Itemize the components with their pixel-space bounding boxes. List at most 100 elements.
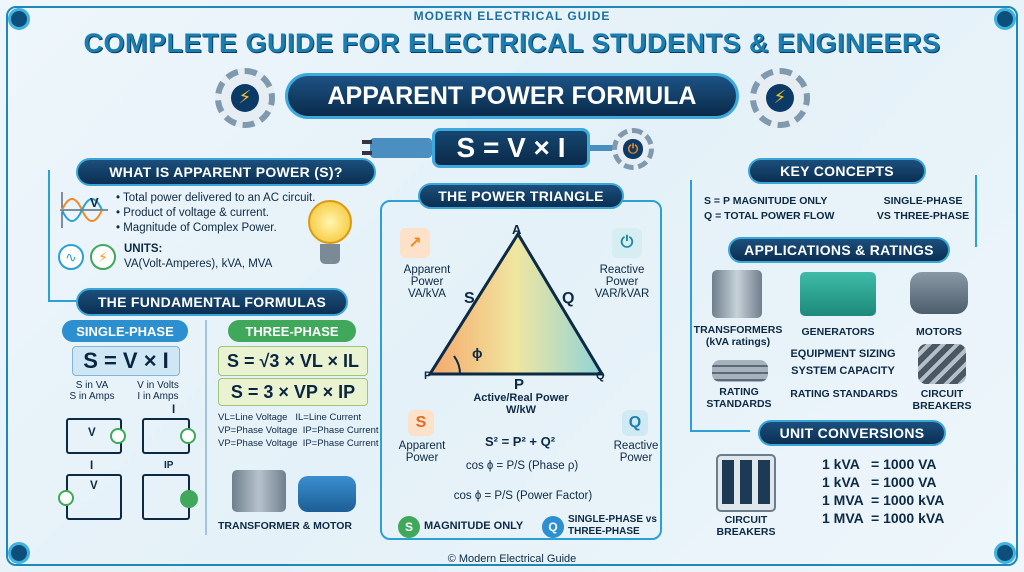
motors-label: MOTORS bbox=[916, 326, 962, 338]
transformers-label: TRANSFORMERS (kVA ratings) bbox=[693, 324, 783, 348]
gear-lightning-icon: ⚡ bbox=[750, 68, 810, 128]
plug-pin bbox=[362, 151, 372, 155]
three-phase-tag: THREE-PHASE bbox=[228, 320, 356, 342]
bottom-caption: Active/Real Power W/kW bbox=[473, 392, 569, 416]
right-top-caption: Reactive Power VAR/kVAR bbox=[594, 264, 650, 300]
breaker-switch bbox=[722, 460, 734, 504]
units-label: UNITS: bbox=[124, 243, 163, 255]
three-phase-formula-2: S = 3 × VP × IP bbox=[218, 378, 368, 406]
breaker-switch bbox=[758, 460, 770, 504]
circuit-label: I bbox=[172, 404, 176, 416]
equipment-label: EQUIPMENT SIZING SYSTEM CAPACITY bbox=[790, 348, 896, 377]
bullet-1: • Total power delivered to an AC circuit… bbox=[116, 192, 316, 204]
site-subtitle: MODERN ELECTRICAL GUIDE bbox=[413, 9, 611, 23]
equation-3: cos ϕ = P/S (Power Factor) bbox=[453, 490, 593, 502]
section-heading-units: UNIT CONVERSIONS bbox=[758, 420, 946, 446]
breakers-label: CIRCUIT BREAKERS bbox=[912, 388, 972, 412]
q-circle-icon: Q bbox=[542, 516, 564, 538]
left-top-caption: Apparent Power VA/kVA bbox=[403, 264, 451, 300]
conversion-row: 1 MVA = 1000 kVA bbox=[822, 510, 945, 526]
wave-label: V bbox=[90, 195, 99, 210]
conversion-row: 1 kVA = 1000 VA bbox=[822, 456, 937, 472]
section-heading-fundamental: THE FUNDAMENTAL FORMULAS bbox=[76, 288, 348, 316]
angle-label: ϕ bbox=[472, 345, 483, 361]
transformer-icon bbox=[232, 470, 286, 512]
connector-line bbox=[690, 180, 692, 430]
corner-dot-icon bbox=[994, 8, 1016, 30]
main-formula: S = V × I bbox=[432, 128, 590, 168]
bottom-side-label: P bbox=[514, 376, 525, 393]
breaker-cables-icon bbox=[918, 344, 966, 384]
lightning-icon: ⚡ bbox=[90, 244, 116, 270]
s-badge-icon: S bbox=[408, 410, 434, 436]
side-s-label: S bbox=[464, 290, 475, 307]
breaker-switch bbox=[740, 460, 752, 504]
banner-title: APPARENT POWER FORMULA bbox=[285, 73, 739, 119]
single-phase-tag: SINGLE-PHASE bbox=[62, 320, 188, 342]
three-phase-formula-1: S = √3 × VL × IL bbox=[218, 346, 368, 376]
single-note-left: S in VA S in Amps bbox=[69, 380, 115, 402]
vertex-p: P bbox=[424, 370, 432, 382]
light-bulb-icon bbox=[308, 200, 352, 244]
machine-caption: TRANSFORMER & MOTOR bbox=[218, 520, 352, 532]
vertex-a: A bbox=[512, 222, 522, 237]
plug-icon bbox=[370, 138, 432, 158]
generators-label: GENERATORS bbox=[801, 326, 875, 338]
conversion-row: 1 MVA = 1000 kVA bbox=[822, 492, 945, 508]
pen-icon: ↗ bbox=[400, 228, 430, 258]
equation-2: cos ϕ = P/S (Phase ρ) bbox=[465, 460, 579, 472]
key-concepts-right: SINGLE-PHASE VS THREE-PHASE bbox=[876, 195, 970, 222]
rating-mid-label: RATING STANDARDS bbox=[790, 388, 898, 400]
gear-lightning-icon: ⚡ bbox=[215, 68, 275, 128]
section-heading-applications: APPLICATIONS & RATINGS bbox=[728, 237, 950, 263]
circuit-label: V bbox=[90, 480, 98, 492]
outer-frame bbox=[6, 6, 1018, 566]
circuit-label: I bbox=[90, 460, 94, 472]
bulb-base bbox=[320, 244, 340, 264]
connector-line bbox=[975, 175, 977, 247]
rating-left-label: RATING STANDARDS bbox=[706, 386, 772, 410]
vertex-q: Q bbox=[596, 370, 605, 382]
footer-q-text: SINGLE-PHASE vs THREE-PHASE bbox=[568, 514, 657, 537]
motor-icon bbox=[910, 272, 968, 314]
plug-pin bbox=[362, 140, 372, 144]
side-q-label: Q bbox=[562, 290, 575, 307]
page-title: COMPLETE GUIDE FOR ELECTRICAL STUDENTS &… bbox=[83, 28, 941, 58]
equation-1: S² = P² + Q² bbox=[484, 434, 556, 449]
corner-dot-icon bbox=[8, 542, 30, 564]
section-heading-what-is: WHAT IS APPARENT POWER (S)? bbox=[76, 158, 376, 186]
right-bottom-caption: Reactive Power bbox=[613, 440, 659, 464]
conversion-row: 1 kVA = 1000 VA bbox=[822, 474, 937, 490]
connector-line bbox=[48, 170, 50, 300]
bullet-3: • Magnitude of Complex Power. bbox=[116, 222, 277, 234]
footer-s-text: MAGNITUDE ONLY bbox=[424, 520, 524, 532]
ac-source-icon bbox=[58, 490, 74, 506]
divider bbox=[205, 320, 207, 535]
connector-line bbox=[48, 300, 78, 302]
units-caption: CIRCUIT BREAKERS bbox=[716, 514, 776, 538]
power-gear-icon: ⏻ bbox=[612, 128, 654, 170]
corner-dot-icon bbox=[8, 8, 30, 30]
legend-line-2: VP=Phase Voltage IP=Phase Current bbox=[218, 425, 379, 436]
section-heading-triangle: THE POWER TRIANGLE bbox=[418, 183, 624, 209]
power-icon: ⏻ bbox=[612, 228, 642, 258]
ac-source-icon: ∿ bbox=[58, 244, 84, 270]
sine-wave-icon bbox=[60, 192, 108, 228]
left-bottom-caption: Apparent Power bbox=[398, 440, 446, 464]
cable-line bbox=[590, 145, 616, 151]
connector-line bbox=[690, 430, 750, 432]
footer-copyright: © Modern Electrical Guide bbox=[447, 553, 577, 565]
transformer-icon bbox=[712, 270, 762, 318]
power-triangle bbox=[427, 231, 605, 376]
single-phase-formula: S = V × I bbox=[72, 346, 180, 376]
motor-icon bbox=[298, 476, 356, 512]
ac-source-icon bbox=[110, 428, 126, 444]
q-badge-icon: Q bbox=[622, 410, 648, 436]
generator-icon bbox=[800, 272, 876, 316]
circuit-label: IP bbox=[164, 460, 174, 471]
ammeter-icon bbox=[180, 428, 196, 444]
lightning-icon bbox=[180, 490, 198, 508]
s-circle-icon: S bbox=[398, 516, 420, 538]
circuit-label: V bbox=[88, 427, 96, 439]
key-concepts-left: S = P MAGNITUDE ONLY Q = TOTAL POWER FLO… bbox=[704, 195, 835, 222]
